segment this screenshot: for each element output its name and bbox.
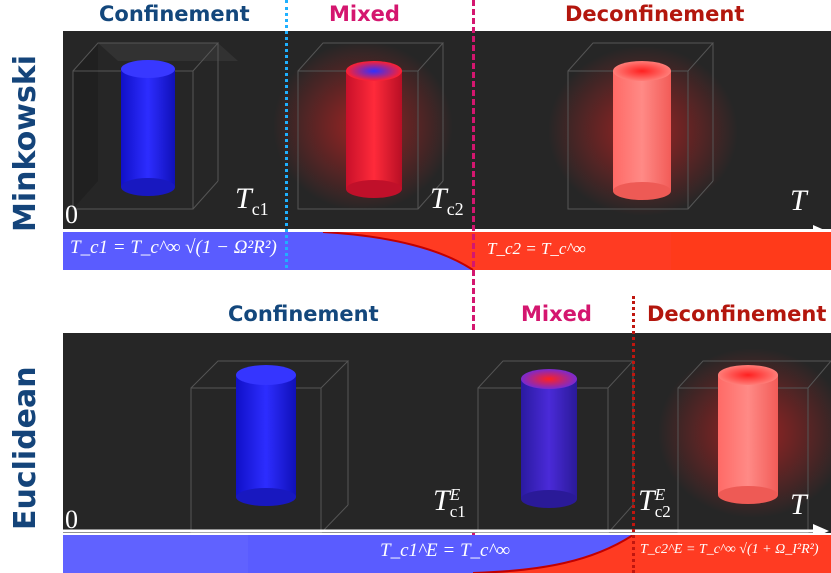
temperature-axis-bottom: [63, 524, 829, 538]
phase-deconfinement-label-bottom: Deconfinement: [647, 302, 827, 326]
phase-bar-top: [63, 232, 831, 270]
formula-tc1-euclidean: T_c1^E = T_c^∞: [380, 540, 511, 561]
formula-tc2-minkowski: T_c2 = T_c^∞: [487, 239, 586, 258]
cube-deconfinement: [548, 42, 738, 216]
euclidean-cylinders: [190, 348, 831, 533]
euclidean-panel: [63, 333, 831, 533]
phase-confinement-label-bottom: Confinement: [228, 302, 379, 326]
cube-confinement: [72, 42, 238, 210]
minkowski-cylinders: [72, 41, 738, 216]
phase-confinement-label: Confinement: [99, 2, 250, 26]
row-label-minkowski: Minkowski: [8, 54, 43, 232]
phase-mixed-label: Mixed: [329, 2, 400, 26]
tc1-divider-top: [285, 0, 288, 268]
minkowski-panel: [63, 31, 831, 229]
phase-bar-bottom: [63, 535, 831, 573]
phase-deconfinement-label: Deconfinement: [565, 2, 745, 26]
tc2-label: Tc2: [430, 182, 464, 219]
tc2-divider: [472, 0, 475, 573]
origin-label-top: 0: [65, 200, 78, 229]
cube-mixed-bottom: [477, 360, 635, 533]
origin-label-bottom: 0: [65, 505, 78, 534]
cube-confinement-bottom: [190, 360, 350, 533]
cube-mixed: [273, 41, 453, 211]
axis-t-label-bottom: T: [790, 488, 807, 521]
formula-tc1-minkowski: T_c1 = T_c^∞ √(1 − Ω²R²): [70, 237, 277, 258]
tc2e-divider: [632, 296, 635, 573]
axis-t-label-top: T: [790, 184, 807, 217]
tc1-label: Tc1: [235, 182, 269, 219]
cube-deconfinement-bottom: [658, 348, 831, 533]
formula-tc2-euclidean: T_c2^E = T_c^∞ √(1 + Ω_I²R²): [640, 542, 819, 557]
phase-mixed-label-bottom: Mixed: [521, 302, 592, 326]
row-label-euclidean: Euclidean: [8, 366, 43, 530]
